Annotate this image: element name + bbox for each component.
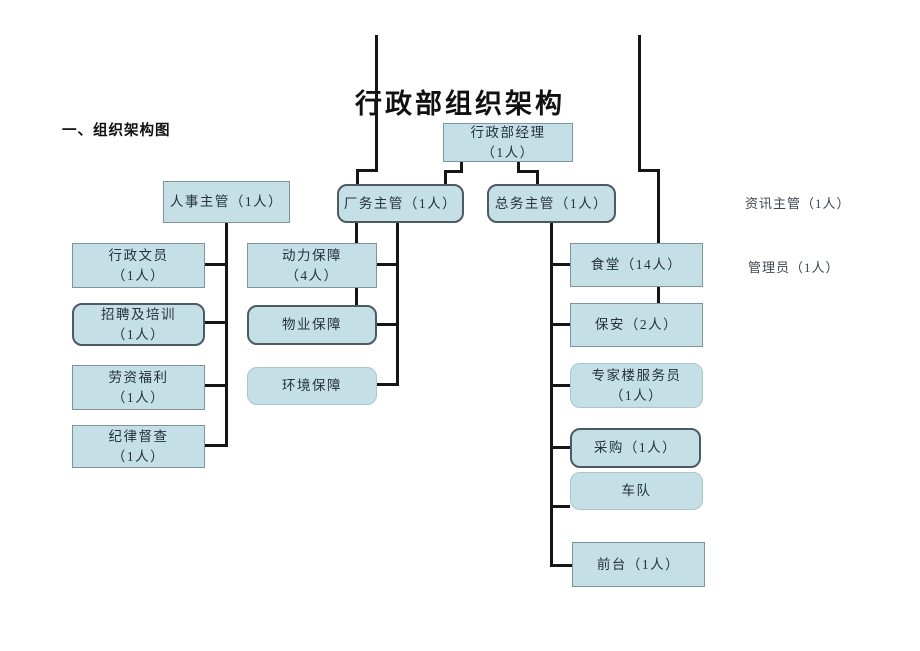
connector-line bbox=[377, 323, 399, 326]
connector-line bbox=[460, 161, 463, 173]
node-label: 前台（1人） bbox=[596, 556, 681, 572]
node-label: 环境保障 bbox=[282, 378, 342, 394]
connector-line bbox=[551, 263, 570, 266]
node-label: 总务主管（1人） bbox=[494, 195, 609, 211]
node-label: 行政文员 bbox=[108, 247, 169, 263]
node-hr-supervisor: 人事主管（1人） bbox=[163, 181, 290, 223]
node-label: （1人） bbox=[111, 448, 166, 464]
connector-line bbox=[355, 223, 358, 243]
node-label: 保安（2人） bbox=[594, 317, 679, 333]
node-labor-welfare: 劳资福利 （1人） bbox=[72, 365, 205, 410]
connector-line bbox=[657, 287, 660, 304]
node-label: 招聘及培训 bbox=[101, 306, 176, 322]
node-discipline-inspection: 纪律督查 （1人） bbox=[72, 425, 205, 468]
connector-line bbox=[377, 263, 399, 266]
node-recruiting-training: 招聘及培训 （1人） bbox=[72, 303, 205, 346]
connector-line bbox=[444, 170, 463, 173]
connector-line bbox=[205, 263, 228, 266]
node-property-support: 物业保障 bbox=[247, 305, 377, 345]
chart-title: 行政部组织架构 bbox=[355, 89, 565, 119]
node-general-affairs-supervisor: 总务主管（1人） bbox=[487, 184, 616, 223]
node-label: 纪律督查 bbox=[108, 428, 169, 444]
connector-line bbox=[551, 564, 572, 567]
node-motorcade: 车队 bbox=[570, 472, 703, 510]
connector-line bbox=[551, 384, 570, 387]
node-label: 人事主管（1人） bbox=[169, 194, 284, 210]
connector-line bbox=[355, 288, 358, 305]
connector-line bbox=[225, 223, 228, 447]
connector-line bbox=[377, 383, 399, 386]
connector-line bbox=[638, 169, 660, 172]
node-admin-manager: 行政部经理 （1人） bbox=[443, 123, 573, 162]
connector-line bbox=[205, 384, 228, 387]
node-label: （1人） bbox=[111, 267, 166, 283]
node-label: 物业保障 bbox=[282, 317, 342, 333]
node-procurement: 采购（1人） bbox=[570, 428, 701, 468]
node-admin-clerk: 行政文员 （1人） bbox=[72, 243, 205, 288]
node-label: 采购（1人） bbox=[593, 440, 678, 456]
connector-line bbox=[551, 446, 570, 449]
node-label: 专家楼服务员 bbox=[591, 367, 682, 383]
connector-line bbox=[551, 505, 570, 508]
node-factory-supervisor: 厂务主管（1人） bbox=[337, 184, 464, 223]
connector-line bbox=[551, 323, 570, 326]
node-label: 食堂（14人） bbox=[590, 257, 683, 273]
node-label: 劳资福利 bbox=[108, 369, 169, 385]
connector-line bbox=[375, 35, 378, 172]
connector-line bbox=[205, 321, 228, 324]
connector-line bbox=[657, 169, 660, 243]
node-label: 车队 bbox=[621, 483, 652, 499]
connector-line bbox=[638, 35, 641, 172]
connector-line bbox=[550, 223, 553, 567]
connector-line bbox=[517, 161, 520, 173]
node-label: 厂务主管（1人） bbox=[343, 195, 458, 211]
node-label: （1人） bbox=[481, 144, 535, 160]
section-heading: 一、组织架构图 bbox=[62, 123, 171, 139]
side-label-administrator: 管理员（1人） bbox=[748, 260, 840, 275]
node-label: 行政部经理 bbox=[470, 124, 546, 140]
node-security: 保安（2人） bbox=[570, 303, 703, 347]
node-power-support: 动力保障 （4人） bbox=[247, 243, 377, 288]
connector-line bbox=[356, 169, 359, 185]
node-environment-support: 环境保障 bbox=[247, 367, 377, 405]
node-label: （1人） bbox=[111, 326, 166, 342]
node-front-desk: 前台（1人） bbox=[572, 542, 705, 587]
side-label-info-supervisor: 资讯主管（1人） bbox=[745, 196, 851, 211]
node-canteen: 食堂（14人） bbox=[570, 243, 703, 287]
connector-line bbox=[536, 170, 539, 184]
node-expert-building-attendant: 专家楼服务员 （1人） bbox=[570, 363, 703, 408]
connector-line bbox=[205, 444, 228, 447]
connector-line bbox=[517, 170, 539, 173]
node-label: 动力保障 bbox=[282, 247, 342, 263]
node-label: （1人） bbox=[111, 389, 166, 405]
connector-line bbox=[356, 169, 378, 172]
node-label: （1人） bbox=[609, 387, 664, 403]
node-label: （4人） bbox=[285, 267, 339, 283]
connector-line bbox=[396, 223, 399, 386]
connector-line bbox=[444, 170, 447, 184]
